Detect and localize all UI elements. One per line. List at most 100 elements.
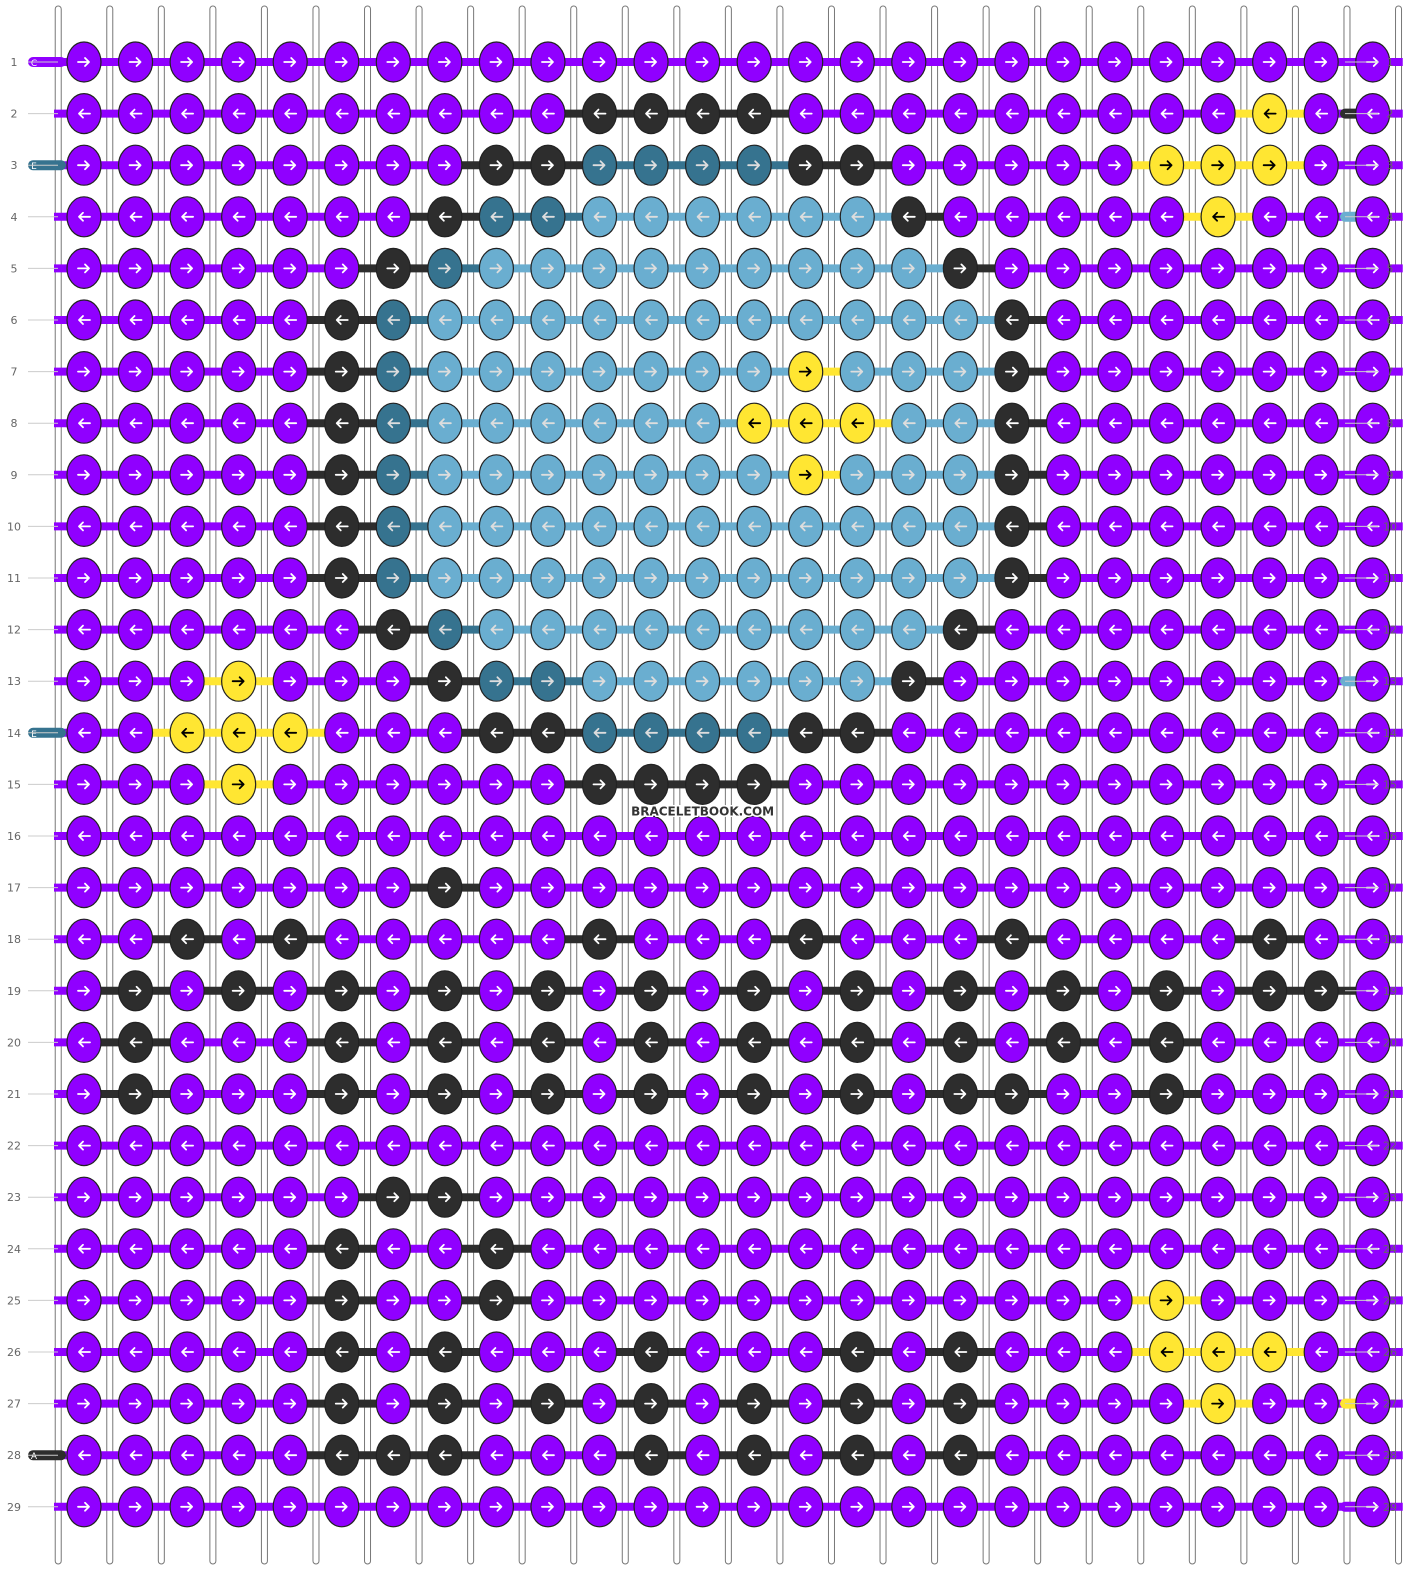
knot xyxy=(684,454,721,496)
knot xyxy=(272,866,308,909)
knot xyxy=(839,1382,875,1425)
knot xyxy=(1148,402,1185,444)
knot xyxy=(1303,299,1339,341)
knot xyxy=(530,712,566,754)
arrow-right-icon xyxy=(1262,676,1276,687)
arrow-left-icon xyxy=(593,521,607,532)
arrow-right-icon xyxy=(901,1192,915,1203)
knot xyxy=(1097,92,1133,135)
arrow-right-icon xyxy=(541,1089,554,1099)
knot xyxy=(1045,1331,1082,1373)
arrow-left-icon xyxy=(799,315,813,325)
arrow-left-icon xyxy=(490,624,504,635)
knot xyxy=(633,660,669,702)
knot xyxy=(169,815,205,857)
arrow-left-icon xyxy=(1160,521,1174,532)
knot xyxy=(66,1124,102,1167)
knot xyxy=(1200,1486,1236,1528)
knot xyxy=(427,402,463,444)
arrow-right-icon xyxy=(1262,1398,1276,1409)
knot xyxy=(736,712,772,754)
knot xyxy=(427,1434,463,1476)
arrow-right-icon xyxy=(592,57,606,67)
arrow-left-icon xyxy=(181,1450,194,1461)
knot xyxy=(942,918,978,960)
knot xyxy=(324,41,360,83)
knot xyxy=(788,660,824,702)
arrow-right-icon xyxy=(1159,1089,1173,1099)
knot xyxy=(1303,351,1339,393)
arrow-left-icon xyxy=(387,211,401,222)
arrow-left-icon xyxy=(232,211,246,222)
arrow-right-icon xyxy=(1314,1501,1328,1512)
knot xyxy=(66,144,102,186)
knot xyxy=(684,351,721,393)
arrow-right-icon xyxy=(1211,263,1224,274)
knot xyxy=(478,1124,514,1167)
arrow-right-icon xyxy=(747,676,761,687)
knot xyxy=(788,815,824,857)
arrow-right-icon xyxy=(798,469,812,480)
knot xyxy=(221,712,257,754)
arrow-left-icon xyxy=(954,418,968,429)
knot xyxy=(117,608,154,651)
arrow-left-icon xyxy=(542,1140,555,1151)
knot xyxy=(427,815,463,857)
arrow-left-icon xyxy=(542,831,555,841)
arrow-right-icon xyxy=(489,57,503,67)
knot xyxy=(788,608,824,651)
knot xyxy=(1303,660,1339,702)
arrow-left-icon xyxy=(1160,418,1174,429)
arrow-left-icon xyxy=(954,1450,968,1461)
knot xyxy=(994,92,1030,135)
arrow-right-icon xyxy=(695,469,709,480)
arrow-left-icon xyxy=(1212,211,1225,222)
knot xyxy=(427,299,463,341)
arrow-right-icon xyxy=(180,985,193,996)
knot xyxy=(891,918,927,960)
knot xyxy=(324,970,360,1012)
knot xyxy=(375,1382,411,1425)
knot xyxy=(1097,1331,1133,1373)
arrow-right-icon xyxy=(1211,1089,1224,1099)
arrow-right-icon xyxy=(437,1501,451,1512)
knot xyxy=(891,970,927,1012)
knot xyxy=(1252,660,1288,702)
arrow-right-icon xyxy=(1159,263,1173,274)
knot xyxy=(994,815,1030,857)
arrow-left-icon xyxy=(645,315,658,325)
arrow-left-icon xyxy=(799,624,813,635)
knot xyxy=(788,351,824,393)
knot xyxy=(427,247,463,289)
arrow-left-icon xyxy=(387,521,401,532)
arrow-left-icon xyxy=(748,315,762,325)
knot xyxy=(942,1279,978,1322)
knot xyxy=(736,763,772,806)
knot xyxy=(1303,41,1339,83)
arrow-left-icon xyxy=(1006,1037,1019,1048)
arrow-right-icon xyxy=(128,160,142,171)
arrow-right-icon xyxy=(1159,882,1173,893)
knot xyxy=(117,1486,154,1528)
arrow-left-icon xyxy=(1160,108,1174,119)
knot xyxy=(1148,557,1185,599)
arrow-right-icon xyxy=(1056,676,1070,687)
arrow-right-icon xyxy=(1108,676,1121,687)
arrow-right-icon xyxy=(953,779,967,790)
row-number-left: 27 xyxy=(7,1398,21,1411)
arrow-right-icon xyxy=(541,366,554,377)
arrow-left-icon xyxy=(1057,1140,1071,1151)
arrow-right-icon xyxy=(1211,57,1224,67)
arrow-right-icon xyxy=(1108,366,1121,377)
arrow-left-icon xyxy=(645,934,658,945)
arrow-left-icon xyxy=(129,624,143,635)
arrow-left-icon xyxy=(645,1140,658,1151)
arrow-left-icon xyxy=(129,211,143,222)
knot xyxy=(839,505,875,548)
arrow-right-icon xyxy=(231,1501,245,1512)
arrow-left-icon xyxy=(284,418,298,429)
knot xyxy=(427,557,463,599)
knot xyxy=(375,608,411,651)
knot xyxy=(66,92,102,135)
arrow-right-icon xyxy=(1262,57,1276,67)
